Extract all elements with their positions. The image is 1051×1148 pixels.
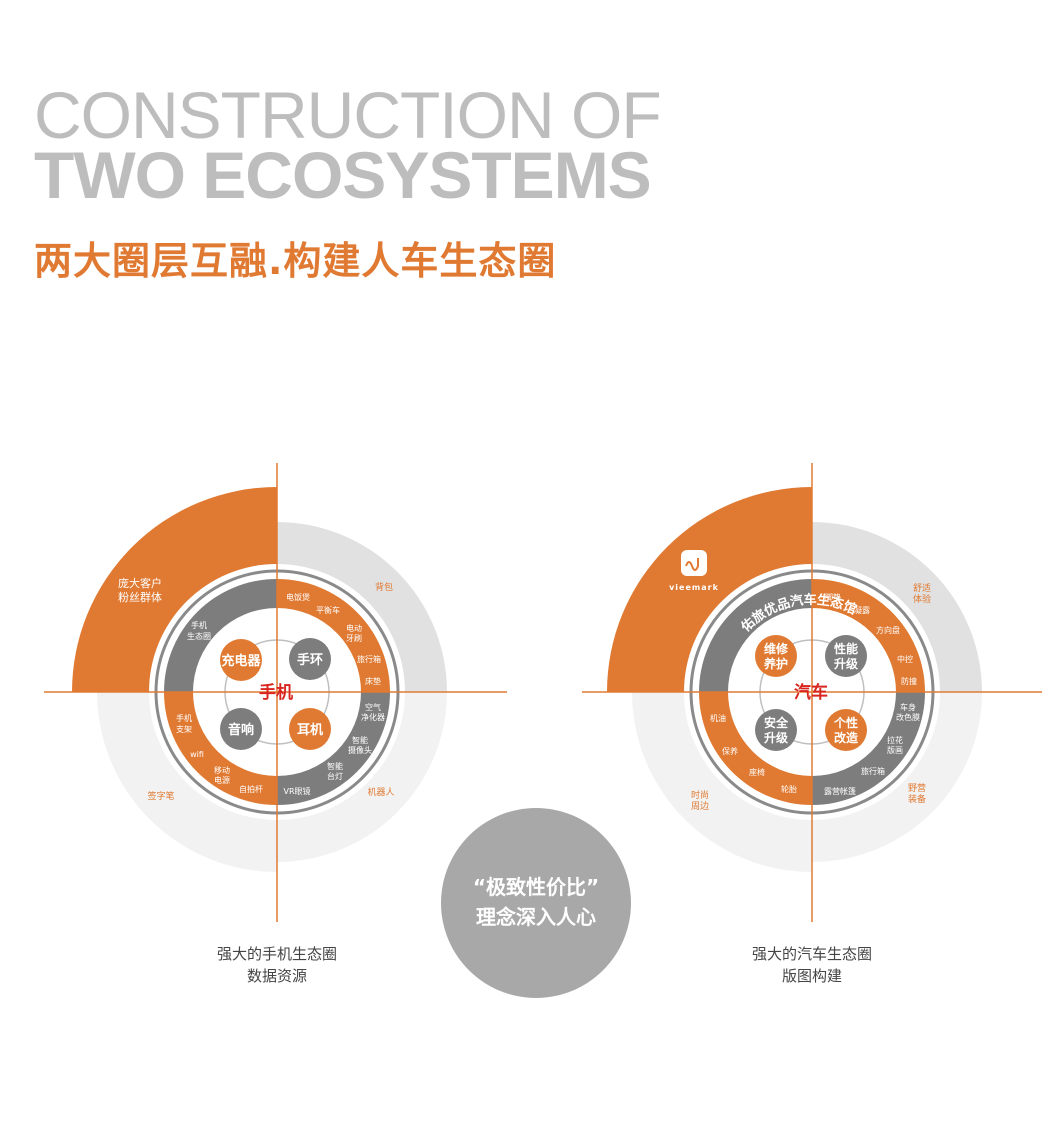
badge-speaker-label: 音响 xyxy=(228,722,254,738)
outer-label: 野营 xyxy=(908,782,926,794)
caption-line-2: 版图构建 xyxy=(782,967,842,985)
ring-item: 机油 xyxy=(710,713,726,723)
title-line-2: TWO ECOSYSTEMS xyxy=(34,138,652,212)
badge-earphone xyxy=(289,708,331,750)
outer-label: 舒适 xyxy=(913,582,931,594)
logo-text: vieemark xyxy=(669,583,719,592)
badge-label-split: 个性 xyxy=(833,715,858,730)
ring-item: 床垫 xyxy=(365,676,381,686)
ring-item-split: 净化器 xyxy=(361,712,385,722)
car-ecosystem: 佑旅优品汽车生态馆 vieemark 维修 养护 性能 升级 安全 升级 个性 … xyxy=(582,463,1042,985)
outer-label: 时尚 xyxy=(691,789,709,801)
title-line-1: CONSTRUCTION OF xyxy=(34,78,662,152)
badge-label-split: 养护 xyxy=(763,656,788,671)
ring-item: wifi xyxy=(190,750,204,759)
center-label-car: 汽车 xyxy=(794,682,828,703)
ring-item: 自拍杆 xyxy=(239,784,263,794)
ring-item-split: 电动 xyxy=(346,623,362,633)
segment-title-part2: 生态圈 xyxy=(187,631,211,641)
ring-item-split: 支架 xyxy=(176,724,192,734)
center-label-phone: 手机 xyxy=(259,682,293,703)
ring-item-split: 拉花 xyxy=(887,735,903,745)
bubble-circle xyxy=(441,808,631,998)
badge-custom xyxy=(825,709,867,751)
ring-item-split: 智能 xyxy=(327,761,343,771)
logo: vieemark xyxy=(669,550,719,592)
ring-item-split: 台灯 xyxy=(327,771,343,781)
badge-label-split: 升级 xyxy=(834,656,858,671)
ring-item: VR眼镜 xyxy=(283,786,310,796)
outer-label-pen: 签字笔 xyxy=(147,790,174,802)
badge-label-split: 安全 xyxy=(764,715,789,730)
ring-item-split: 空气 xyxy=(365,702,381,712)
ring-item-split: 电源 xyxy=(214,775,230,785)
ring-item-split: 车身 xyxy=(900,702,916,712)
logo-mark-glyph xyxy=(685,558,699,571)
ring-item: 旅行箱 xyxy=(861,766,885,776)
badge-earphone-label: 耳机 xyxy=(297,722,323,738)
ring-item-split: 牙刷 xyxy=(346,634,362,643)
bubble-line-1: “极致性价比” xyxy=(473,875,599,899)
ring-item: 脚垫 xyxy=(825,592,841,602)
badge-charger-label: 充电器 xyxy=(221,653,261,669)
ring-item: 座椅 xyxy=(749,767,765,777)
ring-item: 中控 xyxy=(897,654,913,664)
outer-label: 周边 xyxy=(691,801,709,812)
outer-label: 装备 xyxy=(908,793,926,805)
segment-title-part1: 手机 xyxy=(191,620,207,630)
badge-safety xyxy=(755,709,797,751)
center-bubble: “极致性价比” 理念深入人心 xyxy=(441,808,631,998)
outer-label: 体验 xyxy=(913,593,931,605)
badge-label-split: 性能 xyxy=(833,641,858,656)
badge-label-split: 改造 xyxy=(834,730,859,745)
outer-label-robot: 机器人 xyxy=(367,786,394,798)
ring-item: 电饭煲 xyxy=(286,592,310,602)
ring-item-split: 手机 xyxy=(176,713,192,723)
ring-item-split: 改色膜 xyxy=(896,712,920,722)
badge-maintenance xyxy=(755,635,797,677)
ring-item: 防撞 xyxy=(901,676,917,686)
ring-item: 露营帐篷 xyxy=(824,786,856,796)
big-quadrant-label-2: 粉丝群体 xyxy=(118,590,162,604)
ring-item: 平衡车 xyxy=(316,605,340,615)
ring-item-split: 移动 xyxy=(214,765,230,775)
ring-item: 轮胎 xyxy=(781,784,797,794)
badge-band xyxy=(289,638,331,680)
badge-performance xyxy=(825,635,867,677)
ring-item: 保养 xyxy=(722,746,738,756)
big-quadrant-label-1: 庞大客户 xyxy=(118,576,162,590)
ring-item: 旅行箱 xyxy=(357,654,381,664)
logo-mark xyxy=(681,550,707,576)
phone-ecosystem: 充电器 手环 音响 耳机 手机 庞大客户 粉丝群体 背包 机器人 签字笔 手机 … xyxy=(44,463,507,985)
ring-item-split: 摄像头 xyxy=(348,745,372,755)
badge-band-label: 手环 xyxy=(297,652,323,668)
ring-item: 凝露 xyxy=(854,605,870,615)
badge-charger xyxy=(220,639,262,681)
ring-item-split: 智能 xyxy=(352,735,368,745)
bubble-line-2: 理念深入人心 xyxy=(476,905,596,929)
caption-line-1: 强大的手机生态圈 xyxy=(217,945,337,963)
caption-line-1: 强大的汽车生态圈 xyxy=(752,945,872,963)
outer-label-backpack: 背包 xyxy=(375,581,393,593)
ring-item: 方向盘 xyxy=(876,625,900,635)
badge-speaker xyxy=(220,708,262,750)
subtitle: 两大圈层互融.构建人车生态圈 xyxy=(34,239,557,283)
badge-label-split: 维修 xyxy=(764,641,789,656)
badge-label-split: 升级 xyxy=(764,730,788,745)
ring-item-split: 版画 xyxy=(887,745,903,755)
caption-line-2: 数据资源 xyxy=(247,967,307,985)
